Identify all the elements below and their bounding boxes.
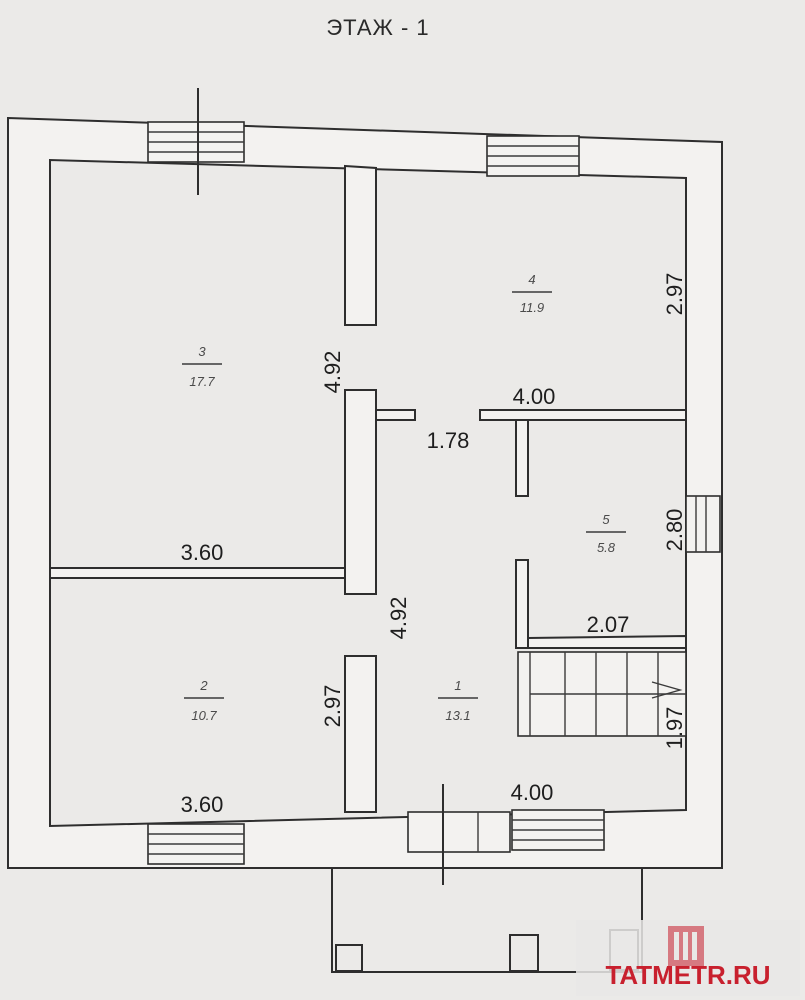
dim-room2-height: 2.97 [320, 685, 345, 728]
room-area: 13.1 [445, 708, 470, 723]
interior-walls [49, 164, 687, 813]
dim-room3-height: 4.92 [320, 351, 345, 394]
dim-room4-width: 4.00 [513, 384, 556, 409]
watermark-text: TATMETR.RU [605, 960, 770, 990]
floor-title: ЭТАЖ - 1 [326, 15, 429, 40]
outer-walls [7, 116, 723, 869]
dim-room2-width: 3.60 [181, 792, 224, 817]
dim-hall-opening: 1.78 [427, 428, 470, 453]
dim-room1-height: 4.92 [386, 597, 411, 640]
room-area: 17.7 [189, 374, 215, 389]
dim-room1-width: 4.00 [511, 780, 554, 805]
room-number: 1 [454, 678, 461, 693]
room-area: 5.8 [597, 540, 616, 555]
dim-stair-height: 1.97 [662, 707, 687, 750]
building-icon [668, 926, 704, 966]
room-area: 10.7 [191, 708, 217, 723]
dim-room5-width: 2.07 [587, 612, 630, 637]
room-3-label: 3 17.7 [182, 344, 222, 389]
window-room3 [147, 88, 245, 195]
room-area: 11.9 [520, 300, 544, 315]
watermark: TATMETR.RU [576, 920, 800, 996]
entrance-door [407, 784, 511, 885]
room-5-label: 5 5.8 [586, 512, 626, 555]
window-room1 [511, 809, 605, 851]
window-room4 [486, 135, 580, 177]
dim-room5-height: 2.80 [662, 509, 687, 552]
room-2-label: 2 10.7 [184, 678, 224, 723]
dim-room4-height: 2.97 [662, 273, 687, 316]
room-number: 2 [199, 678, 208, 693]
staircase [517, 651, 687, 737]
window-room2 [147, 823, 245, 865]
room-number: 5 [602, 512, 610, 527]
room-number: 3 [198, 344, 206, 359]
room-1-label: 1 13.1 [438, 678, 478, 723]
dim-room3-width: 3.60 [181, 540, 224, 565]
room-4-label: 4 11.9 [512, 272, 552, 315]
window-room5 [685, 495, 721, 553]
room-number: 4 [528, 272, 535, 287]
